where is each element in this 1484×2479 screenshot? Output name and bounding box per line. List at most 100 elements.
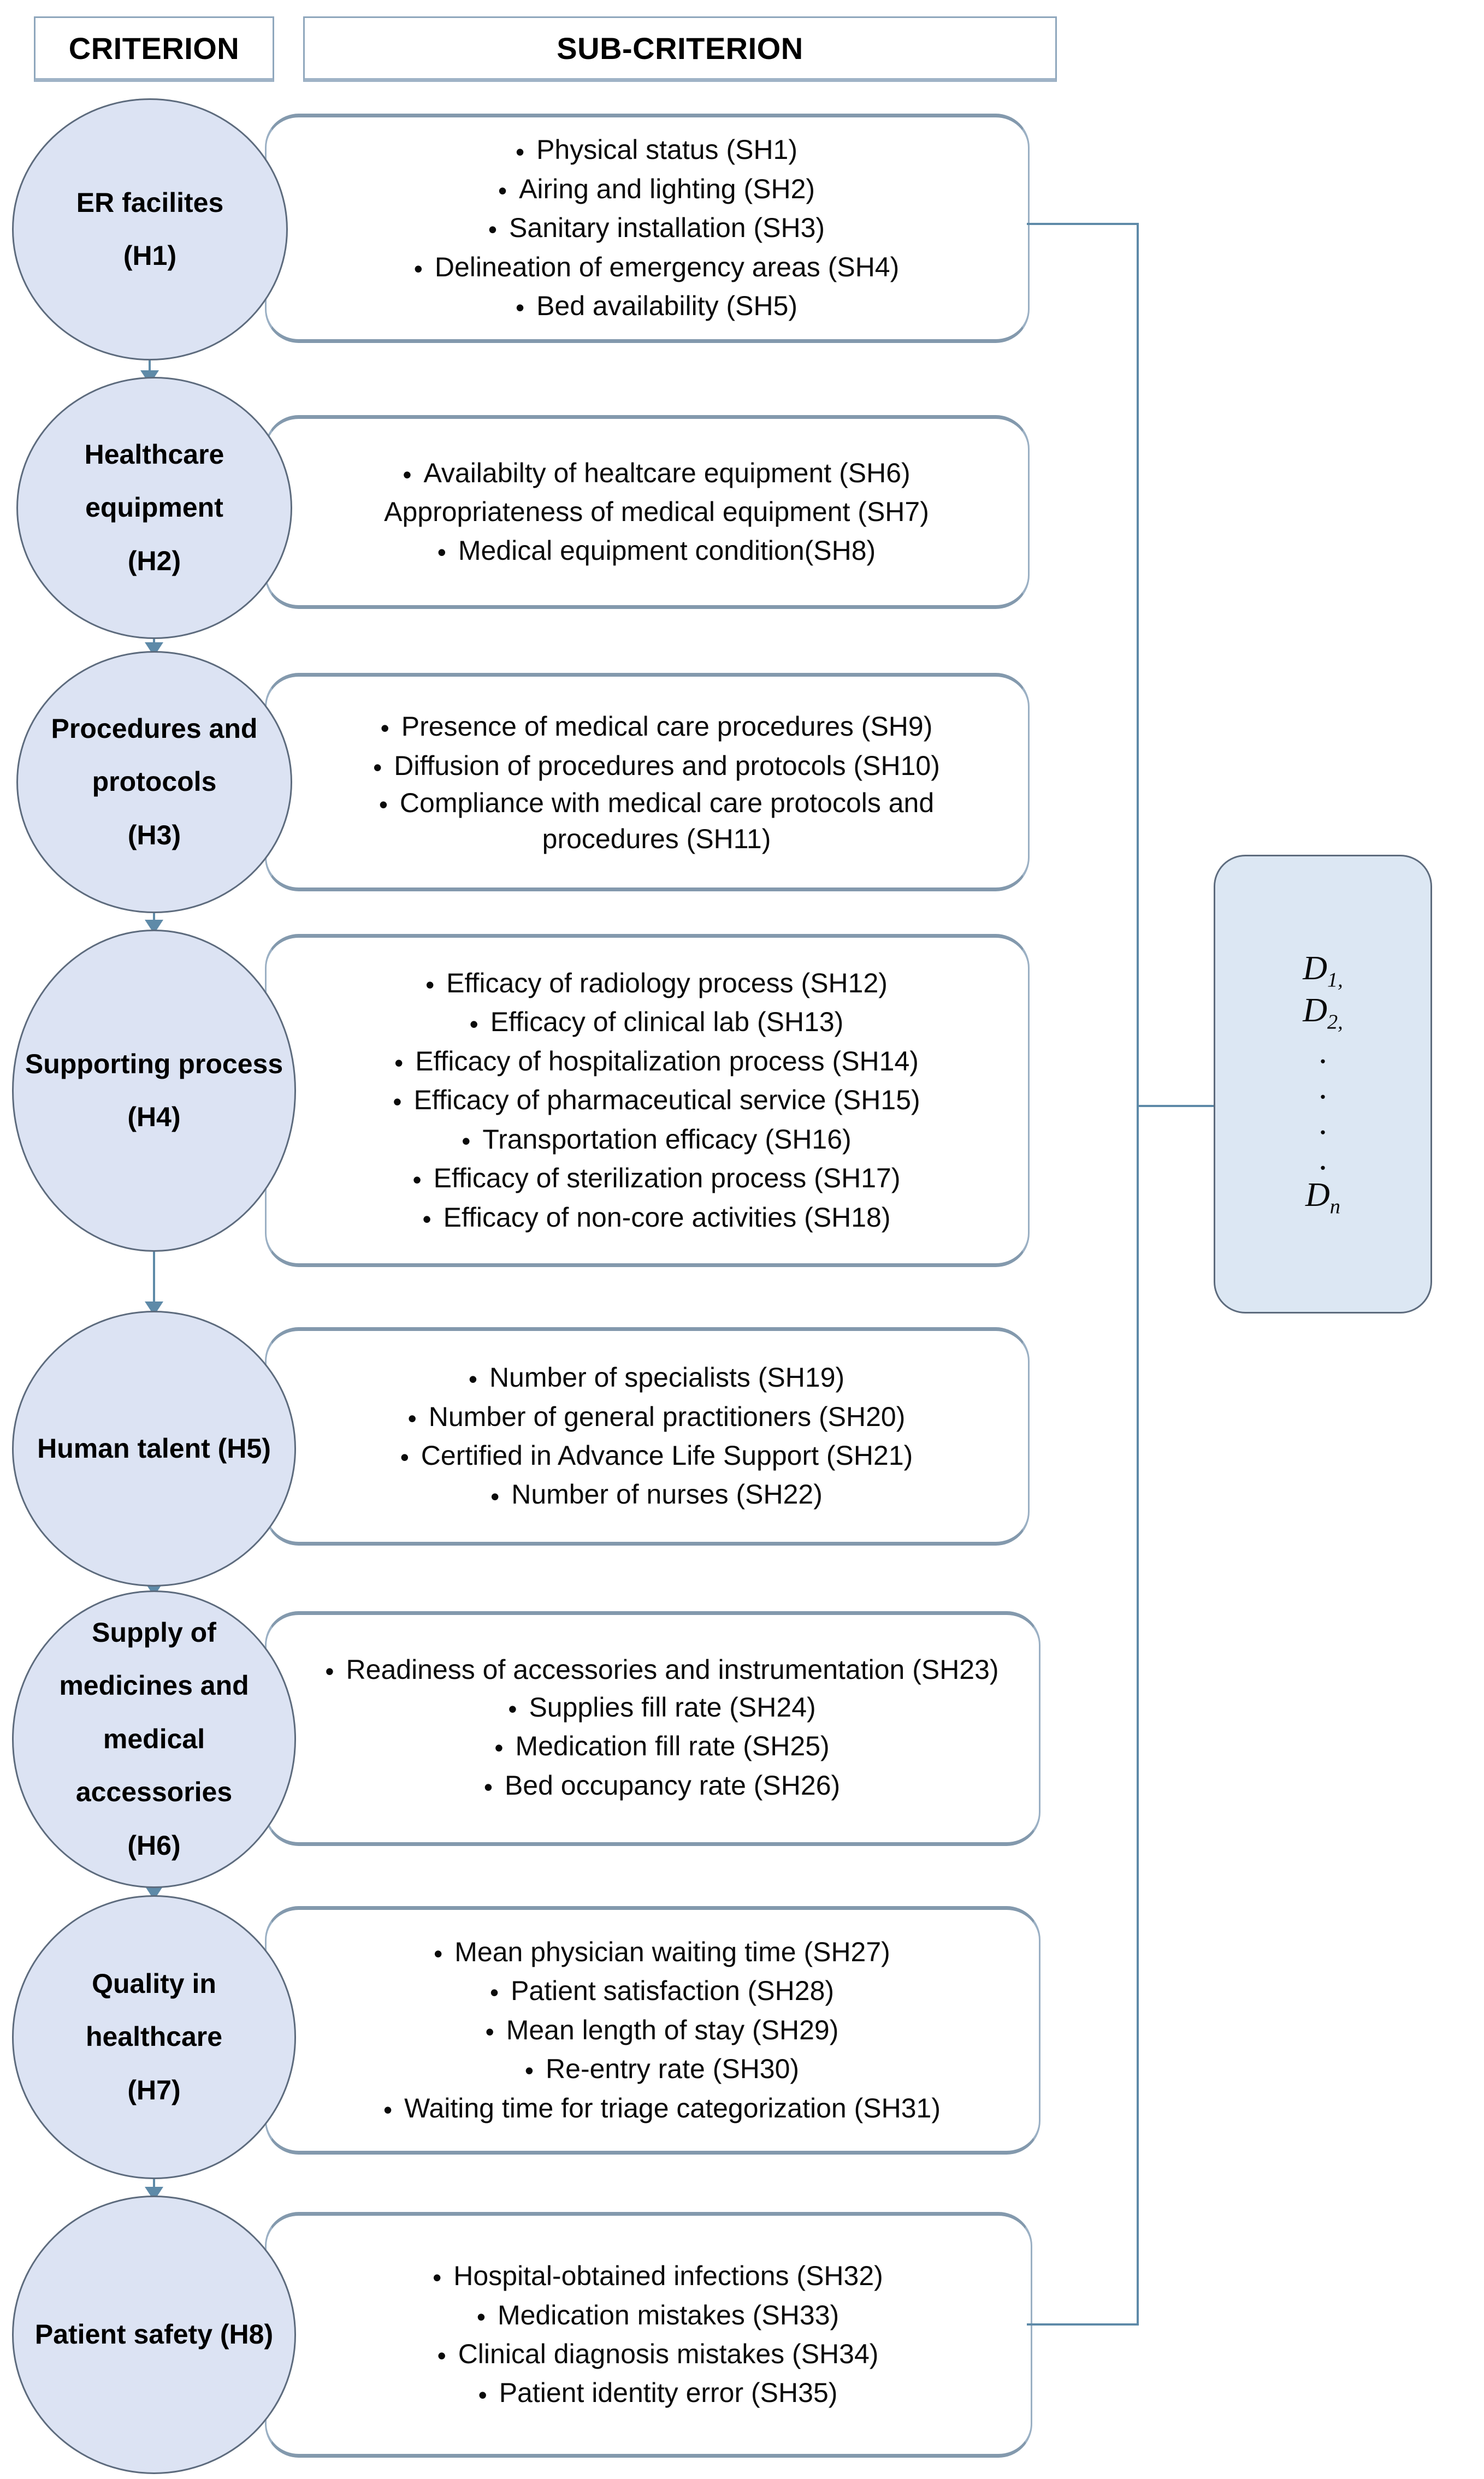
bullet-icon: •: [437, 538, 446, 567]
sub-criterion-label: Airing and lighting (SH2): [519, 173, 815, 204]
bullet-icon: •: [412, 1165, 422, 1194]
sub-criterion-item: • Efficacy of radiology process (SH12): [425, 964, 888, 1003]
bullet-icon: •: [488, 215, 498, 244]
bullet-icon: •: [478, 2380, 487, 2409]
sub-criterion-label: Clinical diagnosis mistakes (SH34): [458, 2339, 879, 2369]
decision-term-2-sub: 2,: [1327, 1010, 1343, 1034]
sub-criterion-item: •Mean physician waiting time (SH27): [434, 1933, 890, 1972]
bullet-icon: •: [490, 1482, 500, 1511]
sub-criteria-panel-h7: •Mean physician waiting time (SH27)•Pati…: [265, 1906, 1040, 2155]
sub-criterion-item: •Availabilty of healtcare equipment (SH6…: [403, 454, 910, 493]
decision-term-2-base: D: [1303, 992, 1327, 1030]
decision-term-1-base: D: [1303, 949, 1327, 987]
sub-criterion-item: • Delineation of emergency areas (SH4): [414, 248, 900, 287]
sub-criterion-label: Efficacy of radiology process (SH12): [446, 967, 888, 998]
sub-criterion-item: • Transportation efficacy (SH16): [462, 1120, 851, 1159]
sub-criterion-item: Appropriateness of medical equipment (SH…: [384, 493, 929, 531]
decision-term-n: Dn: [1305, 1176, 1340, 1218]
sub-criterion-item: • Efficacy of hospitalization process (SH…: [394, 1042, 919, 1081]
sub-criterion-label: Mean physician waiting time (SH27): [454, 1936, 890, 1967]
sub-criterion-label: Delineation of emergency areas (SH4): [434, 251, 900, 282]
sub-criterion-item: •Supplies fill rate (SH24): [508, 1688, 815, 1727]
bullet-icon: •: [422, 1204, 431, 1233]
bullet-icon: •: [515, 293, 525, 322]
bracket-stub-to-decision: [1137, 1105, 1215, 1107]
criterion-node-h3: Procedures and protocols(H3): [16, 651, 292, 913]
sub-criterion-label: Hospital-obtained infections (SH32): [453, 2261, 883, 2292]
sub-criterion-label: Number of specialists (SH19): [489, 1362, 845, 1393]
sub-criterion-item: •Waiting time for triage categorization …: [383, 2089, 941, 2128]
sub-criterion-label: Efficacy of pharmaceutical service (SH15…: [413, 1085, 920, 1116]
bullet-icon: •: [485, 2017, 494, 2046]
criterion-code: (H7): [127, 2074, 181, 2105]
sub-criterion-item: • Number of nurses (SH22): [490, 1475, 823, 1514]
ellipsis-dot: .: [1319, 1068, 1327, 1106]
bullet-icon: •: [413, 254, 423, 283]
sub-criterion-item: • Readiness of accessories and instrument…: [325, 1652, 998, 1688]
sub-criterion-item: •Airing and lighting (SH2): [498, 170, 815, 209]
sub-criteria-panel-h4: •Efficacy of radiology process (SH12)•Ef…: [265, 934, 1030, 1267]
sub-criterion-item: •Patient satisfaction (SH28): [490, 1972, 834, 2010]
criterion-node-h5: Human talent (H5): [12, 1311, 296, 1587]
decision-term-1: D1,: [1303, 950, 1343, 992]
sub-criterion-label: Efficacy of hospitalization process (SH1…: [415, 1045, 919, 1076]
sub-criterion-item: •Efficacy of pharmaceutical service (SH1…: [393, 1081, 920, 1120]
sub-criterion-label: Transportation efficacy (SH16): [482, 1123, 852, 1155]
sub-criterion-item: •Hospital-obtained infections (SH32): [433, 2257, 883, 2295]
sub-criterion-label: Compliance with medical care protocols a…: [399, 788, 935, 854]
ellipsis-dot: .: [1319, 1033, 1327, 1070]
sub-criterion-label: Appropriateness of medical equipment (SH…: [384, 496, 929, 527]
bullet-icon: •: [515, 137, 525, 166]
bullet-icon: •: [380, 714, 389, 743]
bullet-icon: •: [462, 1126, 471, 1155]
legend-criterion-label: CRITERION: [68, 31, 240, 66]
sub-criterion-label: Re-entry rate (SH30): [546, 2054, 800, 2085]
criterion-name: Supply of medicines and medical accessor…: [59, 1617, 249, 1808]
criterion-name: Patient safety (H8): [34, 2319, 274, 2350]
sub-criterion-item: •Certified in Advance Life Support (SH21…: [400, 1436, 913, 1475]
legend-criterion-header: CRITERION: [34, 16, 274, 82]
bullet-icon: •: [425, 971, 435, 999]
bullet-icon: •: [325, 1656, 334, 1685]
sub-criterion-item: •Medication mistakes (SH33): [477, 2296, 839, 2335]
decision-term-n-base: D: [1305, 1176, 1330, 1214]
criterion-name: Human talent (H5): [37, 1433, 271, 1464]
decision-term-n-sub: n: [1329, 1195, 1340, 1218]
sub-criterion-label: Efficacy of clinical lab (SH13): [490, 1007, 844, 1038]
criterion-code: (H3): [127, 819, 181, 850]
criterion-code: (H4): [127, 1102, 181, 1132]
sub-criterion-item: • Presence of medical care procedures (SH…: [381, 707, 933, 746]
sub-criterion-item: •Number of general practitioners (SH20): [408, 1398, 906, 1436]
criterion-code: (H2): [127, 545, 181, 576]
criterion-name: Healthcare equipment: [84, 439, 224, 523]
bullet-icon: •: [437, 2341, 446, 2370]
sub-criterion-label: Number of general practitioners (SH20): [428, 1401, 906, 1432]
sub-criterion-label: Availabilty of healtcare equipment (SH6): [423, 457, 910, 488]
criterion-code: (H1): [123, 240, 177, 271]
bullet-icon: •: [373, 753, 382, 782]
flow-arrow-down-icon: [143, 1252, 165, 1316]
criterion-node-h8: Patient safety (H8): [12, 2196, 296, 2474]
sub-criterion-item: • Physical status (SH1): [516, 131, 797, 169]
sub-criterion-item: •Efficacy of sterilization process (SH17…: [412, 1159, 900, 1198]
sub-criterion-label: Patient identity error (SH35): [499, 2377, 838, 2409]
bullet-icon: •: [508, 1694, 517, 1723]
legend-sub-criterion-label: SUB-CRITERION: [557, 31, 803, 66]
sub-criterion-label: Readiness of accessories and instrumenta…: [346, 1654, 999, 1685]
sub-criterion-item: •Diffusion of procedures and protocols (…: [373, 747, 940, 785]
criterion-code: (H6): [127, 1830, 181, 1861]
criterion-name: Supporting process: [25, 1048, 283, 1079]
sub-criterion-label: Medication mistakes (SH33): [497, 2299, 839, 2330]
sub-criterion-item: •Compliance with medical care protocols …: [309, 785, 1004, 857]
sub-criteria-panel-h6: • Readiness of accessories and instrument…: [265, 1611, 1040, 1846]
sub-criterion-label: Presence of medical care procedures (SH9…: [401, 711, 933, 742]
criterion-node-h6: Supply of medicines and medical accessor…: [12, 1590, 296, 1888]
sub-criterion-label: Number of nurses (SH22): [511, 1479, 823, 1510]
bullet-icon: •: [524, 2056, 534, 2085]
sub-criterion-item: •Bed availability (SH5): [516, 287, 797, 326]
bullet-icon: •: [394, 1048, 404, 1077]
ellipsis-dot: .: [1319, 1104, 1327, 1141]
sub-criterion-label: Patient satisfaction (SH28): [511, 1975, 835, 2007]
sub-criterion-label: Physical status (SH1): [536, 134, 798, 165]
bullet-icon: •: [469, 1009, 478, 1038]
